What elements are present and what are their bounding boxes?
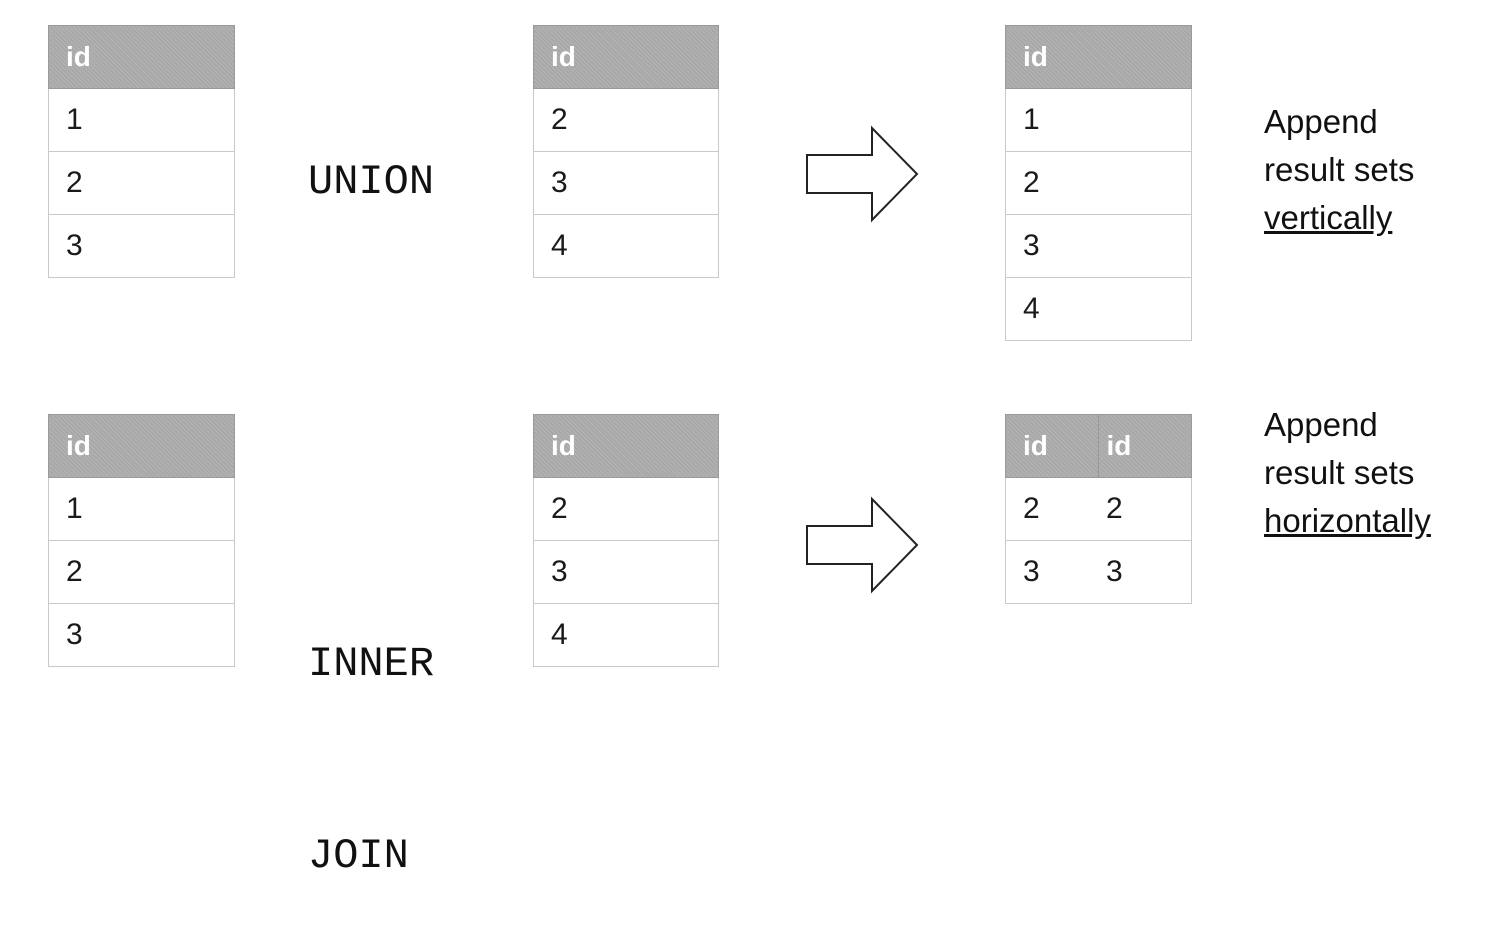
join-operator-line: INNER bbox=[308, 640, 435, 688]
description-emphasis: vertically bbox=[1264, 199, 1393, 236]
description-line: Append bbox=[1264, 406, 1378, 443]
table-cell: 2 bbox=[533, 477, 719, 541]
table-header: id bbox=[1097, 414, 1193, 478]
union-right-table: id 2 3 4 bbox=[533, 25, 719, 278]
join-operator-label: INNER JOIN bbox=[308, 504, 434, 952]
union-operator-label: UNION bbox=[308, 158, 435, 206]
table-header: id bbox=[1005, 414, 1099, 478]
table-cell: 3 bbox=[533, 151, 719, 215]
right-arrow-icon bbox=[806, 496, 919, 594]
table-cell: 2 bbox=[1098, 477, 1193, 541]
table-cell: 3 bbox=[1005, 540, 1099, 604]
join-left-table: id 1 2 3 bbox=[48, 414, 235, 667]
table-cell: 4 bbox=[1005, 277, 1192, 341]
table-cell: 3 bbox=[1098, 540, 1193, 604]
table-cell: 1 bbox=[48, 88, 235, 152]
join-operator-line: JOIN bbox=[308, 832, 409, 880]
table-cell: 2 bbox=[48, 151, 235, 215]
table-header: id bbox=[1005, 25, 1192, 89]
table-cell: 2 bbox=[48, 540, 235, 604]
description-line: Append bbox=[1264, 103, 1378, 140]
join-result-table: id id 2 2 3 3 bbox=[1005, 414, 1193, 604]
join-description: Append result sets horizontally bbox=[1264, 401, 1431, 545]
table-cell: 3 bbox=[533, 540, 719, 604]
union-left-table: id 1 2 3 bbox=[48, 25, 235, 278]
table-cell: 2 bbox=[533, 88, 719, 152]
description-line: result sets bbox=[1264, 454, 1415, 491]
description-emphasis: horizontally bbox=[1264, 502, 1431, 539]
union-description: Append result sets vertically bbox=[1264, 98, 1414, 242]
union-result-table: id 1 2 3 4 bbox=[1005, 25, 1192, 341]
join-right-table: id 2 3 4 bbox=[533, 414, 719, 667]
table-cell: 1 bbox=[48, 477, 235, 541]
table-cell: 2 bbox=[1005, 477, 1099, 541]
table-cell: 1 bbox=[1005, 88, 1192, 152]
table-cell: 4 bbox=[533, 603, 719, 667]
description-line: result sets bbox=[1264, 151, 1415, 188]
table-header: id bbox=[48, 414, 235, 478]
table-cell: 3 bbox=[48, 214, 235, 278]
table-cell: 3 bbox=[48, 603, 235, 667]
table-cell: 4 bbox=[533, 214, 719, 278]
table-header: id bbox=[533, 414, 719, 478]
table-cell: 3 bbox=[1005, 214, 1192, 278]
table-header: id bbox=[48, 25, 235, 89]
table-header: id bbox=[533, 25, 719, 89]
table-cell: 2 bbox=[1005, 151, 1192, 215]
right-arrow-icon bbox=[806, 125, 919, 223]
